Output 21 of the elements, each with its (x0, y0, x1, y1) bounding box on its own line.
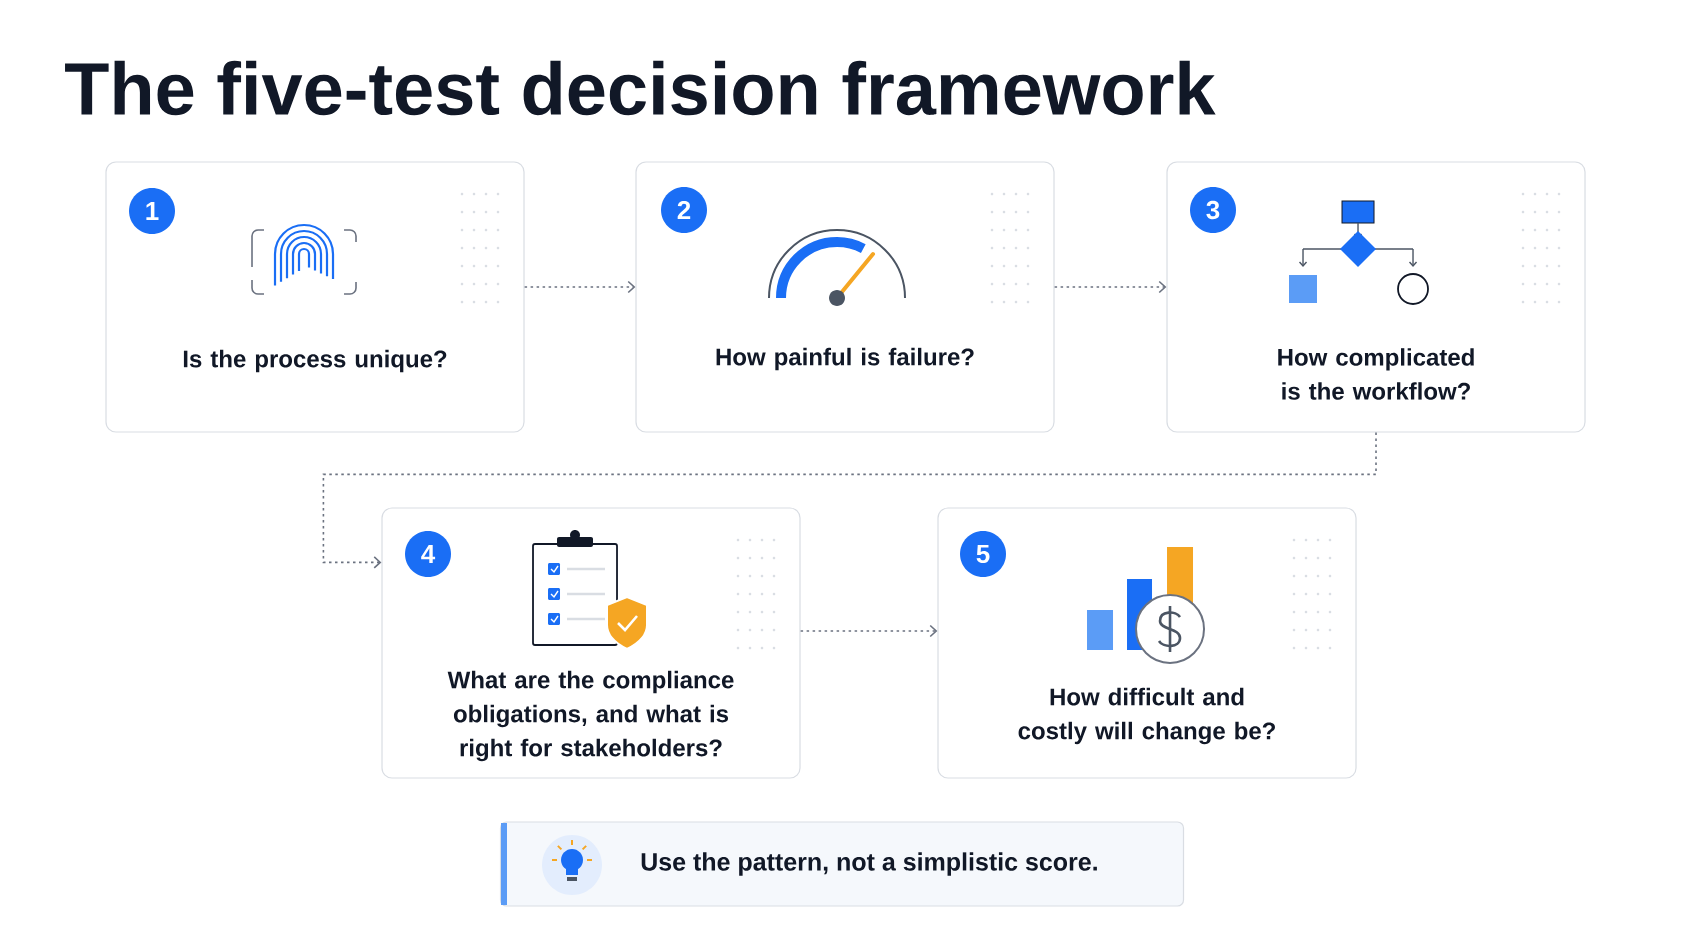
number-badge: 1 (129, 188, 175, 234)
question-text: How difficult and costly will change be? (1018, 687, 1275, 745)
card (937, 507, 1357, 779)
card (381, 507, 801, 779)
arrow (1053, 280, 1167, 294)
arrow (523, 280, 636, 294)
question-text: Is the process unique? (183, 349, 447, 373)
title: The five-test decision framework (65, 60, 1216, 116)
card (105, 161, 525, 433)
number-badge: 2 (661, 187, 707, 233)
number-badge: 4 (405, 531, 451, 577)
question-text: How painful is failure? (716, 347, 974, 371)
tip-box: Use the pattern, not a simplistic score. (499, 821, 1185, 907)
arrow (322, 431, 1377, 569)
number-badge: 3 (1190, 187, 1236, 233)
card (635, 161, 1055, 433)
number-badge: 5 (960, 531, 1006, 577)
question-text: What are the compliance obligations, and what is right for stakeholders? (447, 670, 734, 762)
question-text: How complicated is the workflow? (1278, 348, 1474, 400)
card (1166, 161, 1586, 433)
arrow (799, 624, 938, 638)
